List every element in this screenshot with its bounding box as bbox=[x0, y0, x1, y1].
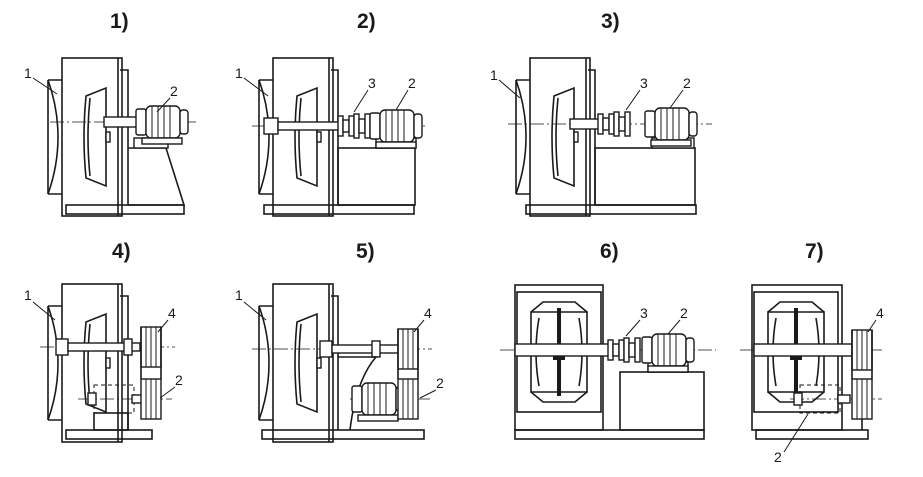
variant-1-title: 1) bbox=[110, 10, 129, 33]
variant-1-label-1: 1 bbox=[24, 65, 32, 81]
variant-6: 6) 3 2 bbox=[500, 240, 716, 440]
variant-2-label-2: 2 bbox=[408, 75, 416, 91]
variant-6-label-3: 3 bbox=[640, 305, 648, 321]
variant-4: 4) 1 4 2 bbox=[24, 240, 183, 443]
variant-4-title: 4) bbox=[112, 240, 131, 263]
variant-5: 5) 1 4 2 bbox=[235, 240, 444, 443]
variant-3-label-2: 2 bbox=[683, 75, 691, 91]
variant-4-label-4: 4 bbox=[168, 305, 176, 321]
variant-5-label-4: 4 bbox=[424, 305, 432, 321]
variant-3-label-3: 3 bbox=[640, 75, 648, 91]
variant-5-title: 5) bbox=[356, 240, 375, 263]
variant-5-label-1: 1 bbox=[235, 287, 243, 303]
variant-2-label-3: 3 bbox=[368, 75, 376, 91]
variant-2: 2) 1 3 2 bbox=[235, 10, 428, 217]
variant-7-label-4: 4 bbox=[876, 305, 884, 321]
variant-3-title: 3) bbox=[601, 10, 620, 33]
variant-5-label-2: 2 bbox=[436, 375, 444, 391]
variant-3: 3) 1 3 2 bbox=[490, 10, 712, 217]
variant-7-title: 7) bbox=[805, 240, 824, 263]
variant-2-title: 2) bbox=[357, 10, 376, 33]
variant-7-label-2: 2 bbox=[774, 449, 782, 465]
variant-2-label-1: 1 bbox=[235, 65, 243, 81]
variant-1-label-2: 2 bbox=[170, 83, 178, 99]
variant-1: 1) 1 2 bbox=[24, 10, 198, 217]
variant-4-label-2: 2 bbox=[175, 372, 183, 388]
variant-7: 7) 4 2 bbox=[740, 240, 884, 465]
variant-3-label-1: 1 bbox=[490, 67, 498, 83]
variant-4-label-1: 1 bbox=[24, 287, 32, 303]
variant-6-label-2: 2 bbox=[680, 305, 688, 321]
variant-6-title: 6) bbox=[600, 240, 619, 263]
